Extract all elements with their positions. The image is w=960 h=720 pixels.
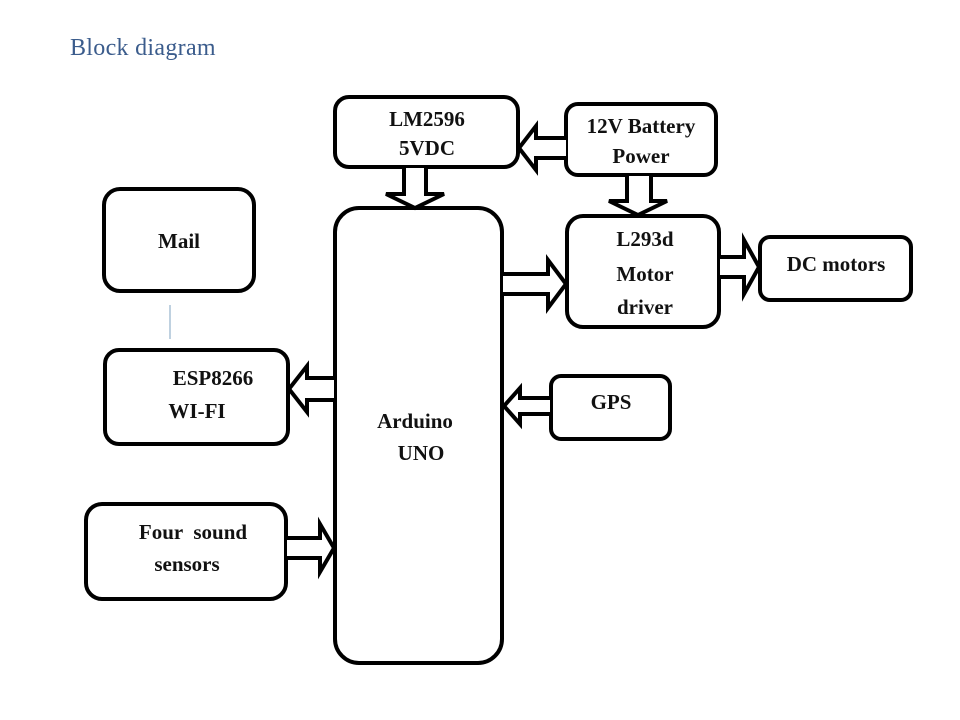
block-lm2596-line-1: LM2596	[389, 107, 465, 131]
block-l293d-line-1: L293d	[616, 227, 674, 251]
block-esp8266: ESP8266 WI-FI	[103, 348, 290, 446]
block-arduino-line-1: Arduino	[377, 409, 453, 433]
arrow-arduino-to-l293d	[503, 254, 569, 314]
block-sound-sensors-line-1: Four sound	[139, 520, 247, 544]
arrow-battery-to-l293d	[608, 176, 668, 218]
block-dc-motors: DC motors	[758, 235, 913, 302]
block-esp8266-line-1: ESP8266	[173, 366, 254, 390]
block-sound-sensors-line-2: sensors	[154, 552, 219, 576]
block-battery-line-2: Power	[612, 144, 669, 168]
block-battery-line-1: 12V Battery	[587, 114, 696, 138]
block-esp8266-line-2: WI-FI	[168, 399, 225, 423]
arrow-gps-to-arduino	[501, 382, 550, 430]
block-lm2596-line-2: 5VDC	[399, 136, 455, 160]
arrow-lm2596-to-arduino	[385, 168, 445, 211]
arrow-arduino-to-esp8266	[286, 360, 334, 418]
block-dc-motors-label: DC motors	[787, 252, 886, 276]
block-l293d-line-2: Motor	[616, 262, 673, 286]
block-gps-label: GPS	[591, 390, 632, 414]
block-gps: GPS	[549, 374, 672, 441]
block-lm2596: LM2596 5VDC	[333, 95, 520, 169]
block-mail-label: Mail	[158, 229, 200, 253]
diagram-title: Block diagram	[70, 35, 216, 61]
arrow-l293d-to-dc-motors	[720, 232, 762, 302]
block-mail: Mail	[102, 187, 256, 293]
arrow-sound-sensors-to-arduino	[287, 516, 337, 580]
block-battery: 12V Battery Power	[564, 102, 718, 177]
block-sound-sensors: Four sound sensors	[84, 502, 288, 601]
block-l293d: L293d Motor driver	[565, 214, 721, 329]
block-arduino: Arduino UNO	[333, 206, 504, 665]
block-arduino-line-2: UNO	[398, 441, 445, 465]
arrow-battery-to-lm2596	[516, 120, 566, 176]
block-l293d-line-3: driver	[617, 295, 673, 319]
